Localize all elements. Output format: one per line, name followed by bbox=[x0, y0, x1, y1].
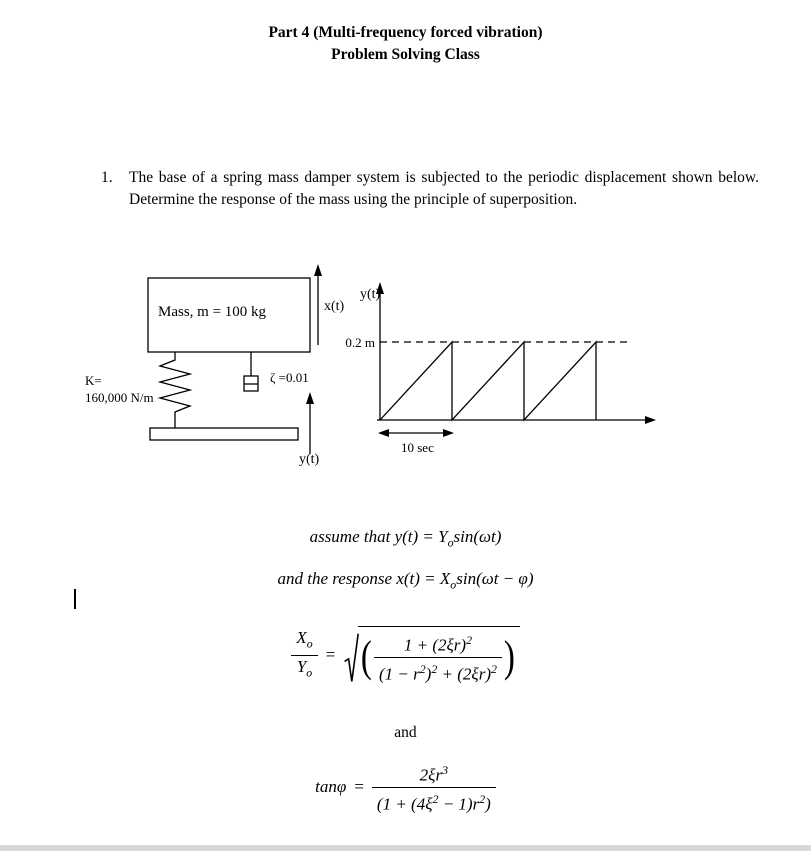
base-plate bbox=[149, 427, 299, 441]
subscript: o bbox=[306, 665, 313, 680]
arrow-up-icon bbox=[306, 392, 314, 404]
subscript: o bbox=[447, 535, 454, 550]
math-text: + (2ξr) bbox=[437, 664, 491, 684]
superscript: 2 bbox=[432, 791, 439, 806]
open-paren: ( bbox=[361, 632, 373, 682]
spring bbox=[157, 352, 193, 428]
superscript: 2 bbox=[491, 661, 497, 676]
superscript: 2 bbox=[419, 661, 426, 676]
mass-label: Mass, m = 100 kg bbox=[158, 304, 267, 320]
math-text: sin(ωt − φ) bbox=[456, 569, 534, 588]
math-text: X bbox=[296, 628, 307, 648]
and-connector: and bbox=[394, 724, 417, 741]
math-text: tanφ bbox=[315, 777, 347, 797]
arrow-left-icon bbox=[378, 429, 389, 437]
equals-sign: = bbox=[354, 777, 364, 797]
graph-y-axis bbox=[376, 282, 384, 420]
arrow-up-icon bbox=[376, 282, 384, 294]
math-text: Y bbox=[296, 656, 307, 676]
lhs-fraction: Xo Yo bbox=[291, 628, 318, 682]
radical-sign-icon bbox=[343, 632, 359, 684]
base-arrow-label: y(t) bbox=[299, 452, 320, 467]
math-text: assume that y(t) = Y bbox=[309, 527, 448, 546]
math-text: 1 + (2ξr) bbox=[403, 635, 467, 655]
stiffness-label-line1: K= bbox=[85, 373, 102, 388]
phase-equation: tanφ = 2ξr3 (1 + (4ξ2 − 1)r2) bbox=[0, 760, 811, 814]
math-text: ) bbox=[425, 664, 432, 684]
problem-item: 1. The base of a spring mass damper syst… bbox=[101, 167, 759, 211]
square-root: ( 1 + (2ξr)2 (1 − r2)2 + (2ξr)2 ) bbox=[343, 626, 520, 684]
assume-line: assume that y(t) = Yosin(ωt) bbox=[0, 527, 811, 550]
math-text: 2ξr bbox=[419, 765, 443, 785]
arrow-right-icon bbox=[645, 416, 656, 424]
subscript: o bbox=[450, 577, 457, 592]
graph-y-axis-label: y(t) bbox=[360, 287, 381, 302]
arrow-up-icon bbox=[314, 264, 322, 276]
tan-fraction: 2ξr3 (1 + (4ξ2 − 1)r2) bbox=[371, 760, 496, 814]
equals-sign: = bbox=[325, 645, 336, 665]
period-double-arrow bbox=[378, 429, 454, 437]
arrow-right-icon bbox=[443, 429, 454, 437]
text-cursor[interactable] bbox=[74, 589, 76, 609]
amplitude-ratio-equation: Xo Yo = ( 1 + (2ξr)2 (1 − r2)2 + (2ξr)2 … bbox=[0, 626, 811, 684]
inner-fraction: 1 + (2ξr)2 (1 − r2)2 + (2ξr)2 bbox=[373, 630, 502, 684]
bottom-bar bbox=[0, 845, 811, 851]
amplitude-label: 0.2 m bbox=[345, 335, 375, 350]
superscript: 2 bbox=[431, 661, 438, 676]
math-text: (1 + (4ξ bbox=[376, 794, 433, 814]
graph-x-axis bbox=[377, 416, 656, 424]
subscript: o bbox=[306, 636, 313, 651]
x-displacement-arrow bbox=[314, 264, 322, 345]
period-label: 10 sec bbox=[401, 440, 434, 455]
problem-number: 1. bbox=[101, 169, 113, 186]
superscript: 3 bbox=[442, 763, 449, 777]
problem-text: The base of a spring mass damper system … bbox=[129, 169, 759, 208]
document-title-line2: Problem Solving Class bbox=[331, 46, 480, 63]
math-text: − 1)r bbox=[438, 794, 480, 814]
title-block: Part 4 (Multi-frequency forced vibration… bbox=[0, 22, 811, 66]
superscript: 2 bbox=[466, 633, 473, 647]
damper-label: ζ =0.01 bbox=[270, 370, 309, 385]
sawtooth-wave bbox=[379, 340, 597, 422]
math-text: ) bbox=[485, 794, 491, 814]
response-line: and the response x(t) = Xosin(ωt − φ) bbox=[0, 569, 811, 592]
document-title-line1: Part 4 (Multi-frequency forced vibration… bbox=[268, 24, 543, 41]
close-paren: ) bbox=[503, 632, 515, 682]
mass-box bbox=[147, 277, 311, 353]
math-text: and the response x(t) = X bbox=[277, 569, 451, 588]
system-diagram: Mass, m = 100 kg x(t) K= 160,000 N/m ζ =… bbox=[85, 264, 656, 467]
damper bbox=[243, 352, 259, 392]
math-text: sin(ωt) bbox=[453, 527, 502, 546]
x-arrow-label: x(t) bbox=[324, 299, 345, 314]
base-displacement-arrow bbox=[306, 392, 314, 454]
superscript: 2 bbox=[479, 791, 486, 806]
math-text: (1 − r bbox=[378, 664, 420, 684]
stiffness-label-line2: 160,000 N/m bbox=[85, 390, 154, 405]
